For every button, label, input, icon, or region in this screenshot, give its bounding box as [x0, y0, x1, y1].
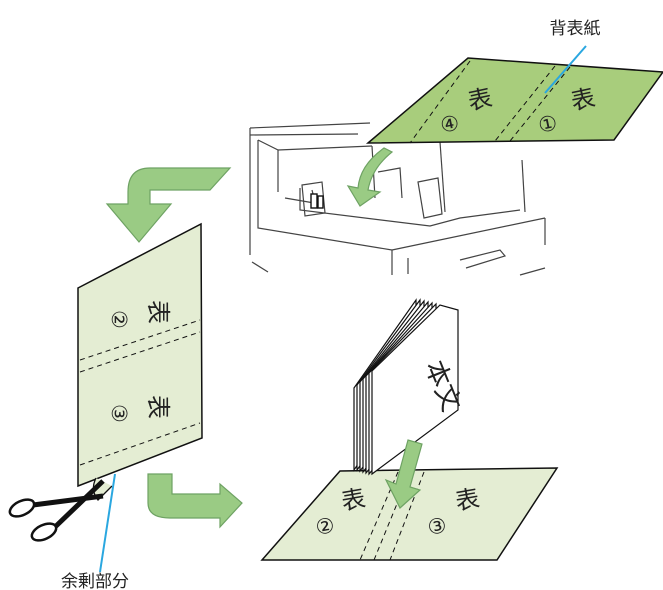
cover-sheet — [365, 57, 663, 144]
cover-num-left: ④ — [438, 111, 461, 138]
callout-line-cover — [544, 45, 587, 94]
book-body-stack — [353, 298, 459, 476]
label-excess-part: 余剰部分 — [61, 572, 129, 590]
base-cover-sheet — [260, 467, 559, 561]
output-sheet — [77, 222, 203, 488]
sheet-num-lower: ③ — [107, 404, 131, 423]
sheet-omote-lower: 表 — [144, 395, 172, 419]
sheet-omote-upper: 表 — [144, 300, 172, 324]
finisher-machine — [249, 122, 546, 276]
label-cover-paper: 背表紙 — [550, 19, 601, 39]
cover-omote-left: 表 — [465, 83, 494, 115]
scissors-icon — [8, 479, 105, 542]
base-omote-left: 表 — [339, 484, 367, 516]
callout-line-excess — [99, 473, 116, 573]
arrow-press-down — [384, 439, 423, 509]
base-num-left: ② — [314, 513, 337, 540]
arrow-into-machine — [346, 147, 394, 207]
base-num-right: ③ — [426, 513, 449, 540]
cover-omote-right: 表 — [568, 83, 597, 115]
paper-clamp-icon — [310, 193, 324, 209]
arrow-output-down — [105, 167, 232, 243]
cover-num-right: ① — [536, 111, 559, 138]
sheet-num-upper: ② — [107, 310, 131, 329]
base-omote-right: 表 — [453, 484, 481, 516]
arrow-to-binding — [147, 473, 243, 529]
